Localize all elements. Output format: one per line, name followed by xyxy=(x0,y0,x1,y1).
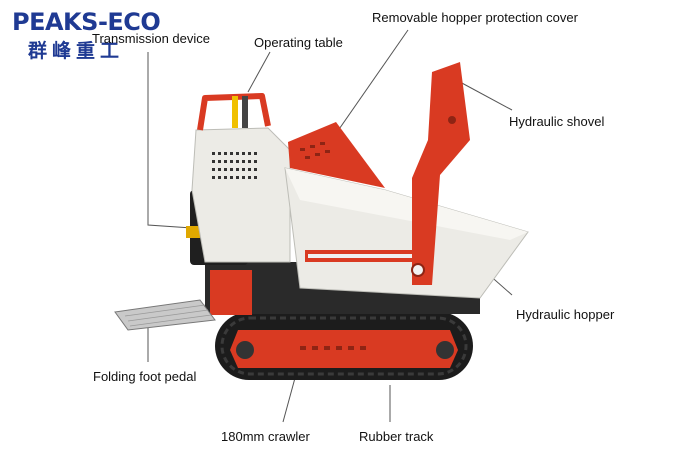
leader-lines xyxy=(147,29,513,423)
label-180mm-crawler: 180mm crawler xyxy=(221,429,310,444)
label-rubber-track: Rubber track xyxy=(359,429,434,444)
label-transmission-device: Transmission device xyxy=(92,31,211,46)
operating-table xyxy=(197,93,271,131)
rubber-track xyxy=(215,312,473,380)
leader-hopper-cover xyxy=(334,29,409,136)
operator-body xyxy=(191,127,291,263)
leader-hydraulic-shovel xyxy=(459,81,513,111)
label-hydraulic-shovel: Hydraulic shovel xyxy=(509,114,605,129)
leader-operating-table xyxy=(247,51,271,93)
brand-name-en: PEAKS-ECO xyxy=(12,8,161,36)
label-hydraulic-hopper: Hydraulic hopper xyxy=(516,307,615,322)
leader-crawler xyxy=(282,377,296,423)
hydraulic-hopper xyxy=(284,167,529,299)
label-folding-foot-pedal: Folding foot pedal xyxy=(93,369,197,384)
track-frame-red xyxy=(230,330,458,368)
hopper-protection-cover xyxy=(288,122,385,188)
brand-logo: PEAKS-ECO 群峰重工 xyxy=(6,8,161,62)
hydraulic-shovel xyxy=(305,62,470,285)
folding-foot-pedal xyxy=(114,299,216,331)
chassis-red-bracket xyxy=(210,270,252,315)
label-operating-table: Operating table xyxy=(254,35,343,50)
brand-name-cn: 群峰重工 xyxy=(28,40,125,62)
label-hopper-protection-cover: Removable hopper protection cover xyxy=(372,10,578,25)
leader-transmission xyxy=(147,52,193,229)
